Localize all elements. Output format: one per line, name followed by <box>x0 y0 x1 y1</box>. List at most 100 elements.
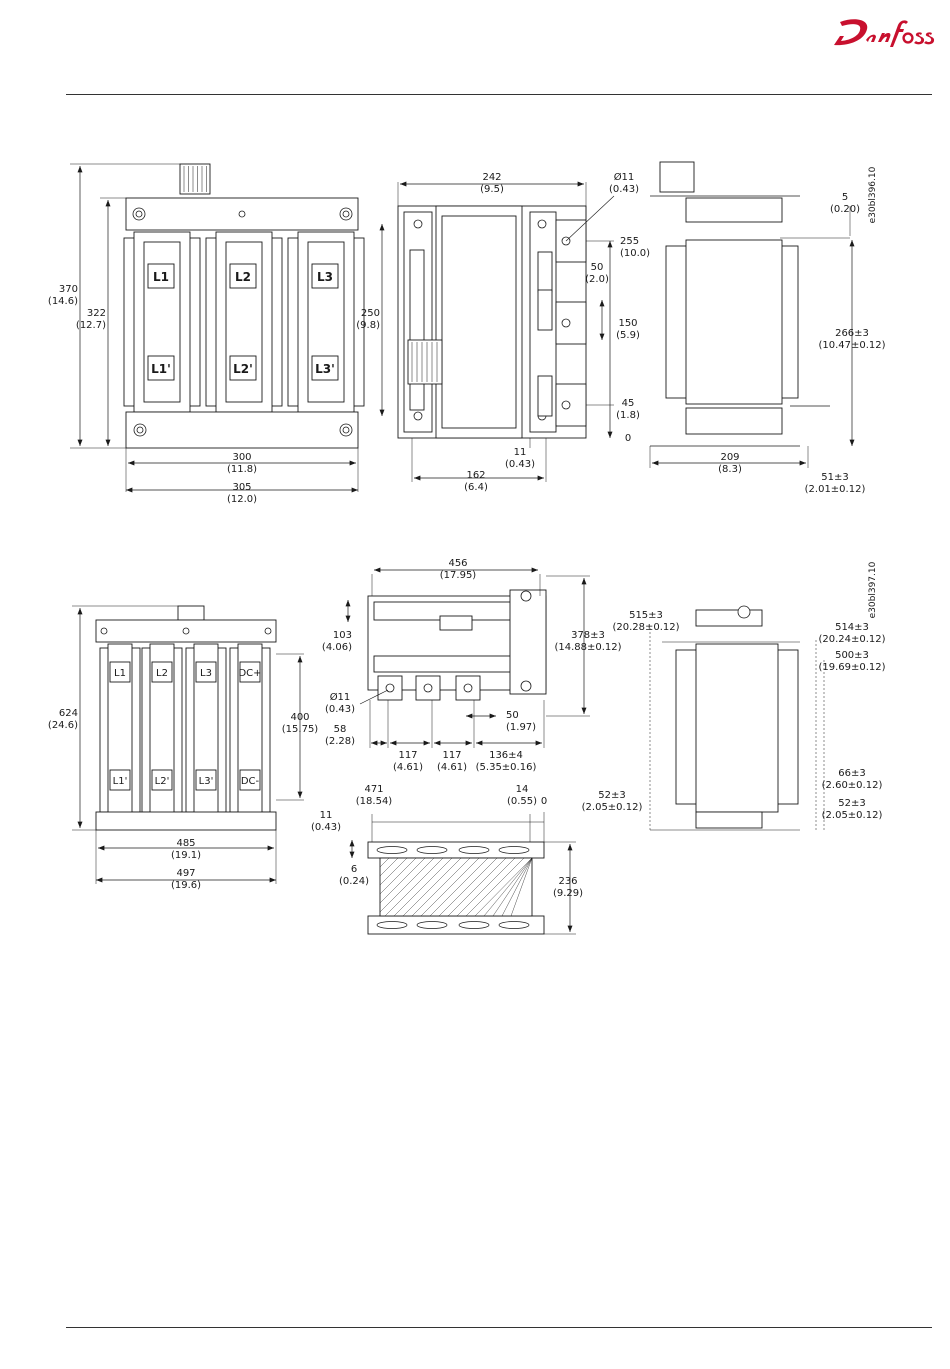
phase-label-box-dc-out <box>239 769 261 791</box>
dim-45-mm: 45 <box>622 398 635 409</box>
dim-378-mm: 378±3 <box>571 630 605 641</box>
dimension-arrow-icon <box>269 877 276 883</box>
dim-400-mm: 400 <box>290 712 309 723</box>
dim-236-in: (9.29) <box>553 888 583 899</box>
dim-300-in: (11.8) <box>227 464 257 475</box>
dimension-arrow-icon <box>349 851 355 858</box>
terminal-lug-2 <box>555 301 587 345</box>
dimension-arrow-icon <box>607 431 613 438</box>
dim-497-mm: 497 <box>176 868 195 879</box>
dim-136-in: (5.35±0.16) <box>476 762 537 773</box>
bolt-hole-icon <box>136 426 144 434</box>
bolt-hole-icon <box>385 683 395 693</box>
dimension-arrow-icon <box>374 567 381 573</box>
dim-11b-in: (0.43) <box>311 822 341 833</box>
dim-6-in: (0.24) <box>339 876 369 887</box>
hatch-line <box>438 857 498 917</box>
hatch-line <box>379 857 417 895</box>
phase-label-l2: L2 <box>235 270 251 284</box>
dimension-arrow-icon <box>297 791 303 798</box>
dim-66-in: (2.60±0.12) <box>822 780 883 791</box>
dim-456-in: (17.95) <box>440 570 477 581</box>
dim-250-mm: 250 <box>361 308 380 319</box>
dim-52-left-mm: 52±3 <box>598 790 625 801</box>
dim-471-in: (18.54) <box>356 796 393 807</box>
dim-11b-mm: 11 <box>320 810 333 821</box>
dimension-arrow-icon <box>379 224 385 231</box>
terminal-slot-1 <box>537 251 553 293</box>
phase-label-box-l2 <box>151 661 173 683</box>
bolt-hole-icon <box>182 627 190 635</box>
dim-14-in: (0.55) <box>507 796 537 807</box>
dim-400-in: (15.75) <box>282 724 319 735</box>
dimension-arrow-icon <box>599 333 605 340</box>
terminal-slot-3 <box>537 375 553 417</box>
hatch-line <box>483 857 533 917</box>
dim-624-mm: 624 <box>59 708 78 719</box>
dimension-arrow-icon <box>489 713 496 719</box>
side-terminal-block <box>659 161 695 193</box>
phase-label-box-l3-out <box>195 769 217 791</box>
hatch-line <box>492 857 533 917</box>
phase-label-l1: L1 <box>153 270 169 284</box>
dimension-arrow-icon <box>581 707 587 714</box>
dim-hole-2-mm: Ø11 <box>330 691 351 703</box>
dim-471-mm: 471 <box>364 784 383 795</box>
top2-lug-a <box>377 675 403 701</box>
dim-50b-mm: 50 <box>506 710 519 721</box>
base-slot-bottom <box>458 921 490 929</box>
side-bottom-clamp <box>685 407 783 435</box>
zero-label: 0 <box>625 433 631 444</box>
dim-162-mm: 162 <box>466 470 485 481</box>
dim-209-in: (8.3) <box>718 464 742 475</box>
dim-5-mm: 5 <box>842 192 848 203</box>
phase-label-l3: L3 <box>200 668 212 679</box>
base-slot-top <box>498 846 530 854</box>
dim-52-right-in: (2.05±0.12) <box>822 810 883 821</box>
dim-514-in: (20.24±0.12) <box>818 634 885 645</box>
base-slot-bottom <box>498 921 530 929</box>
dim-hole-in: (0.43) <box>609 184 639 195</box>
top2-dc-terminal <box>509 589 547 695</box>
side2-top-clamp <box>695 609 763 627</box>
dimension-arrow-icon <box>77 608 83 615</box>
dim-300-mm: 300 <box>232 452 251 463</box>
dim-hole-mm: Ø11 <box>614 171 635 183</box>
terminal-slot-2 <box>537 289 553 331</box>
leader-line <box>359 689 389 705</box>
dim-485-in: (19.1) <box>171 850 201 861</box>
dim-117a-mm: 117 <box>398 750 417 761</box>
dim-305-mm: 305 <box>232 482 251 493</box>
dim-150-in: (5.9) <box>616 330 640 341</box>
bolt-hole-icon <box>135 210 143 218</box>
dimension-arrow-icon <box>799 460 806 466</box>
hatch-line <box>402 857 462 917</box>
dim-162-in: (6.4) <box>464 482 488 493</box>
hatch-line <box>379 857 408 886</box>
base-slot-bottom <box>376 921 408 929</box>
hatch-line <box>474 857 533 917</box>
bolt-hole-icon <box>537 219 547 229</box>
dim-45-in: (1.8) <box>616 410 640 421</box>
dim-500-mm: 500±3 <box>835 650 869 661</box>
dimension-arrow-icon <box>349 460 356 466</box>
zero-label-base: 0 <box>541 796 547 807</box>
hatch-line <box>379 857 399 877</box>
dimension-arrow-icon <box>349 840 355 847</box>
dimension-arrow-icon <box>345 600 351 607</box>
dimension-arrow-icon <box>607 241 613 248</box>
dim-456-mm: 456 <box>448 558 467 569</box>
dimension-arrow-icon <box>267 845 274 851</box>
dim-485-mm: 485 <box>176 838 195 849</box>
dim-51-mm: 51±3 <box>821 472 848 483</box>
dimension-arrow-icon <box>849 240 855 247</box>
dim-52-left-in: (2.05±0.12) <box>582 802 643 813</box>
dim-50-mm: 50 <box>591 262 604 273</box>
hatch-line <box>447 857 507 917</box>
dim-103-in: (4.06) <box>322 642 352 653</box>
dimension-arrow-icon <box>466 713 473 719</box>
dimension-arrow-icon <box>379 409 385 416</box>
dimension-arrow-icon <box>577 181 584 187</box>
dimension-arrow-icon <box>423 740 430 746</box>
dim-514-mm: 514±3 <box>835 622 869 633</box>
